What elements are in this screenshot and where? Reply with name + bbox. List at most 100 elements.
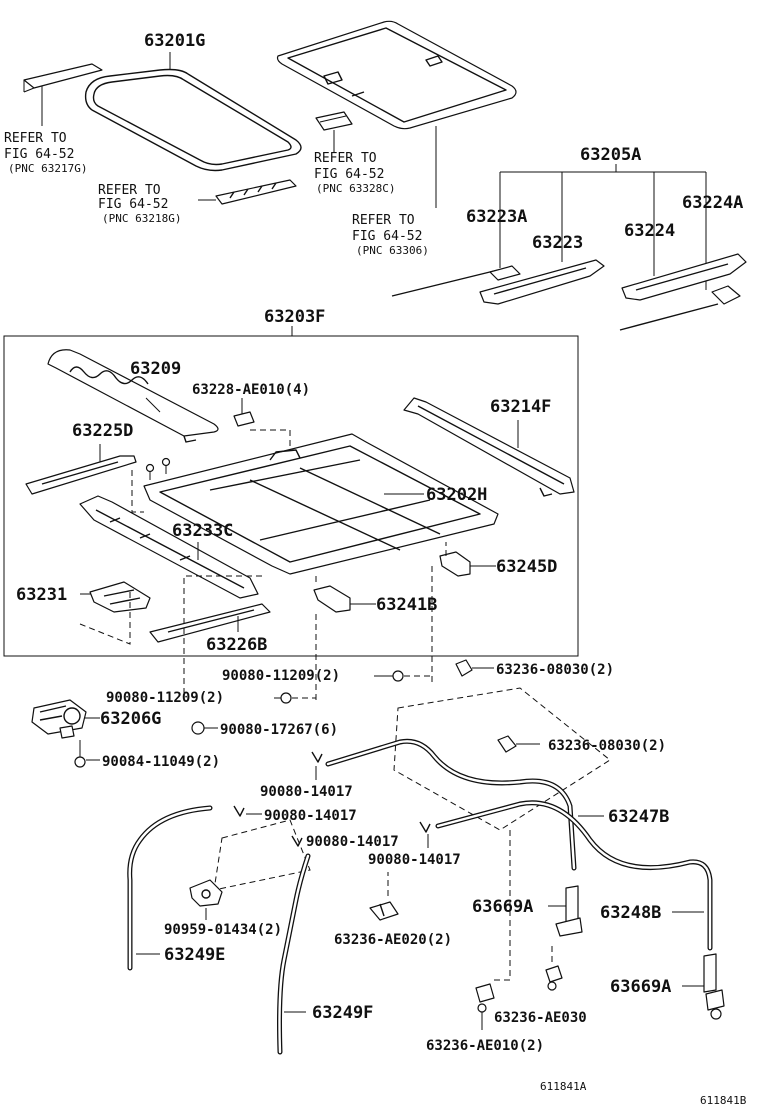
- hose-clamp-90959[interactable]: [189, 879, 223, 907]
- seal-strip-63218g[interactable]: [215, 179, 297, 205]
- label-63236-ae020: 63236-AE020(2): [334, 932, 452, 948]
- label-63223a: 63223A: [466, 207, 527, 227]
- dashed-routing-outline: [393, 687, 611, 831]
- label-63669a-lower: 63669A: [610, 977, 671, 997]
- clamp-63236-ae030[interactable]: [545, 965, 563, 991]
- bolt-icon[interactable]: [274, 692, 292, 704]
- ref-63306-line1: REFER TO: [352, 213, 415, 228]
- label-63226b: 63226B: [206, 635, 267, 655]
- guide-63225d[interactable]: [25, 455, 137, 495]
- label-90084-11049: 90084-11049(2): [102, 754, 220, 770]
- label-63203f: 63203F: [264, 307, 325, 327]
- sunroof-motor-63206g[interactable]: [31, 699, 87, 739]
- drain-hose-63249e[interactable]: [127, 805, 213, 971]
- label-63224a: 63224A: [682, 193, 743, 213]
- clip-63228-ae010[interactable]: [233, 411, 255, 427]
- label-63202h: 63202H: [426, 485, 487, 505]
- label-63249e: 63249E: [164, 945, 225, 965]
- ref-63328c-line3: (PNC 63328C): [316, 182, 395, 195]
- sunroof-glass-panel[interactable]: [276, 20, 517, 130]
- label-63236-08030-b: 63236-08030(2): [548, 738, 666, 754]
- drain-hose-63248b[interactable]: [435, 800, 713, 951]
- ref-63306-line3: (PNC 63306): [356, 244, 429, 257]
- leader-line: [145, 397, 161, 413]
- bracket-63241b[interactable]: [313, 585, 351, 613]
- label-63236-ae010: 63236-AE010(2): [426, 1038, 544, 1054]
- label-90080-11209-a: 90080-11209(2): [222, 668, 340, 684]
- ref-63217g-line2: FIG 64-52: [4, 147, 74, 162]
- ref-63328c-line2: FIG 64-52: [314, 167, 384, 182]
- label-63225d: 63225D: [72, 421, 133, 441]
- hose-clip-icon[interactable]: [311, 751, 323, 763]
- label-63245d: 63245D: [496, 557, 557, 577]
- label-63205a: 63205A: [580, 145, 641, 165]
- ref-63218g-line3: (PNC 63218G): [102, 212, 181, 225]
- side-rail-63233c[interactable]: [79, 495, 259, 599]
- sunroof-frame-63202h[interactable]: [143, 433, 499, 575]
- nut-icon[interactable]: [191, 721, 205, 735]
- bolt-icon[interactable]: [386, 670, 404, 682]
- label-90959-01434: 90959-01434(2): [164, 922, 282, 938]
- clamp-63236-08030-b[interactable]: [497, 735, 517, 753]
- hose-clip-icon[interactable]: [419, 821, 431, 833]
- label-90080-11209-b: 90080-11209(2): [106, 690, 224, 706]
- sunroof-glass-seal-63201g[interactable]: [84, 68, 302, 172]
- dashed-leader: [79, 592, 131, 645]
- drive-cable-63223a[interactable]: [391, 265, 521, 297]
- ref-63306-line2: FIG 64-52: [352, 229, 422, 244]
- ref-63217g-line1: REFER TO: [4, 131, 67, 146]
- label-63223: 63223: [532, 233, 583, 253]
- label-63249f: 63249F: [312, 1003, 373, 1023]
- bolt-icon[interactable]: [74, 740, 86, 768]
- hose-clip-icon[interactable]: [291, 835, 303, 847]
- weatherstrip-piece-63217g[interactable]: [23, 63, 103, 93]
- glass-clip-63328c[interactable]: [315, 111, 353, 131]
- screw-icon[interactable]: [145, 457, 171, 481]
- ref-63218g-line2: FIG 64-52: [98, 197, 168, 212]
- label-63224: 63224: [624, 221, 675, 241]
- label-63206g: 63206G: [100, 709, 161, 729]
- label-90080-17267: 90080-17267(6): [220, 722, 338, 738]
- dashed-leader: [131, 470, 144, 513]
- rail-63223[interactable]: [479, 259, 605, 305]
- catalog-code-b: 611841B: [700, 1094, 747, 1107]
- dashed-leader: [431, 542, 447, 686]
- drain-hose-63247b[interactable]: [325, 738, 577, 871]
- label-63669a-upper: 63669A: [472, 897, 533, 917]
- label-63247b: 63247B: [608, 807, 669, 827]
- label-63236-08030-a: 63236-08030(2): [496, 662, 614, 678]
- dashed-leader: [490, 830, 511, 981]
- ref-63328c-line1: REFER TO: [314, 151, 377, 166]
- assembly-box-63203f: [3, 335, 579, 657]
- clamp-63236-ae020[interactable]: [369, 901, 399, 921]
- label-90080-14017-b: 90080-14017: [264, 808, 357, 824]
- clamp-63236-08030-a[interactable]: [455, 659, 473, 677]
- dashed-leader: [250, 429, 291, 452]
- bracket-63231[interactable]: [89, 581, 151, 613]
- front-housing-63209[interactable]: [47, 349, 219, 443]
- clamp-63236-ae010[interactable]: [475, 983, 495, 1013]
- rear-rail-63214f[interactable]: [403, 397, 575, 497]
- label-63236-ae030: 63236-AE030: [494, 1010, 587, 1026]
- guide-63226b[interactable]: [149, 603, 271, 643]
- bracket-63245d[interactable]: [439, 551, 471, 577]
- ref-63217g-line3: (PNC 63217G): [8, 162, 87, 175]
- label-90080-14017-c: 90080-14017: [306, 834, 399, 850]
- label-63201g: 63201G: [144, 31, 205, 51]
- label-63233c: 63233C: [172, 521, 233, 541]
- drive-cable-63224a[interactable]: [619, 285, 741, 331]
- label-90080-14017-a: 90080-14017: [260, 784, 353, 800]
- grommet-63669a-upper[interactable]: [555, 885, 583, 937]
- label-63231: 63231: [16, 585, 67, 605]
- dashed-leader: [183, 575, 262, 700]
- dashed-routing-outline: [213, 819, 311, 891]
- drain-hose-63249f[interactable]: [277, 853, 311, 1055]
- label-63214f: 63214F: [490, 397, 551, 417]
- label-63241b: 63241B: [376, 595, 437, 615]
- label-63248b: 63248B: [600, 903, 661, 923]
- hose-clip-icon[interactable]: [233, 805, 245, 817]
- rail-63224[interactable]: [621, 253, 747, 301]
- ref-63218g-line1: REFER TO: [98, 183, 161, 198]
- grommet-63669a-lower[interactable]: [703, 953, 725, 1020]
